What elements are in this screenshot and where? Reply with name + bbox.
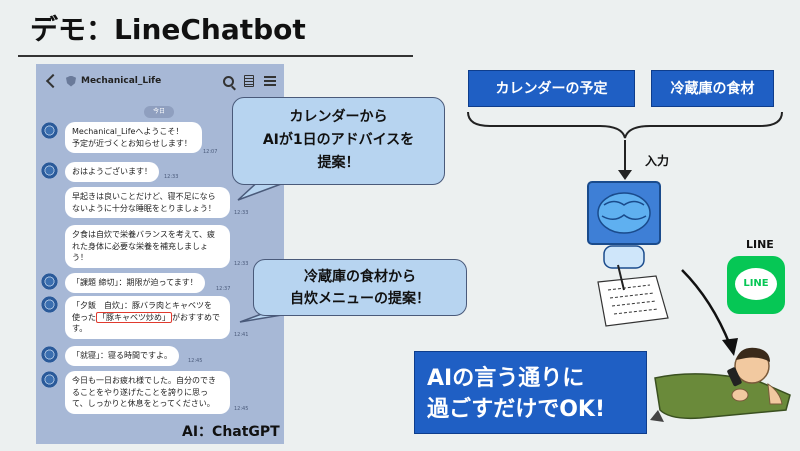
chat-message: 「就寝」：寝る時間ですよ。 <box>41 346 179 366</box>
message-text: 「夕飯 自炊」：豚バラ肉とキャベツを 使った <box>72 301 212 322</box>
bot-avatar <box>41 122 58 139</box>
chat-message: おはようございます！ <box>41 162 159 182</box>
tag-fridge-ingredients: 冷蔵庫の食材 <box>651 70 774 107</box>
output-arrow <box>681 269 732 346</box>
input-arrow-head <box>618 170 632 180</box>
title-rule <box>18 55 413 57</box>
line-logo-bubble <box>735 268 777 300</box>
tag-calendar-schedule: カレンダーの予定 <box>468 70 635 107</box>
bot-avatar <box>41 296 58 313</box>
ai-credit: AI：ChatGPT <box>182 424 280 440</box>
message-bubble: 夕食は自炊で栄養バランスを考えて、疲 れた身体に必要な栄養を補充しましょ う！ <box>65 225 230 268</box>
message-time: 12:37 <box>216 286 231 292</box>
input-label: 入力 <box>645 154 670 168</box>
date-separator: 今日 <box>144 106 174 118</box>
message-time: 12:45 <box>188 358 203 364</box>
chat-message: Mechanical_Lifeへようこそ！ 予定が近づくとお知らせします！ <box>41 122 202 154</box>
message-bubble: 「夕飯 自炊」：豚バラ肉とキャベツを 使った「豚キャベツ炒め」がおすすめで す。 <box>65 296 230 339</box>
chat-message: 「夕飯 自炊」：豚バラ肉とキャベツを 使った「豚キャベツ炒め」がおすすめで す。 <box>41 296 230 339</box>
relaxing-person-icon <box>650 347 791 422</box>
bot-avatar <box>41 371 58 388</box>
message-time: 12:33 <box>164 174 179 180</box>
callout-calendar-advice: カレンダーから AIが1日のアドバイスを 提案！ <box>232 97 445 185</box>
chat-header: Mechanical_Life <box>36 64 284 98</box>
message-bubble: 「就寝」：寝る時間ですよ。 <box>65 346 179 366</box>
menu-icon[interactable] <box>264 76 276 86</box>
input-brace <box>467 111 783 139</box>
line-label: LINE <box>746 238 774 251</box>
bot-avatar <box>41 162 58 179</box>
output-arrow-head <box>722 338 738 356</box>
conclusion-box: AIの言う通りに 過ごすだけでOK! <box>414 351 647 434</box>
recipe-highlight: 「豚キャベツ炒め」 <box>96 311 172 323</box>
chat-name: Mechanical_Life <box>81 76 162 86</box>
slide-title: デモ：LineChatbot <box>30 13 306 46</box>
shield-icon <box>66 75 76 87</box>
message-text: がおすすめで す。 <box>72 312 220 334</box>
message-time: 12:41 <box>234 332 249 338</box>
bot-avatar <box>41 273 58 290</box>
chat-message: 早起きは良いことだけど、寝不足になら ないように十分な睡眠をとりましょう！ <box>65 187 230 219</box>
message-time: 12:33 <box>234 261 249 267</box>
line-logo-icon: LINE <box>727 256 785 314</box>
message-time: 12:07 <box>203 149 218 155</box>
line-logo-text: LINE <box>743 278 769 289</box>
message-time: 12:33 <box>234 210 249 216</box>
message-bubble: おはようございます！ <box>65 162 159 182</box>
chat-message: 「課題 締切」：期限が迫ってます！ <box>41 273 205 293</box>
chat-message: 夕食は自炊で栄養バランスを考えて、疲 れた身体に必要な栄養を補充しましょ う！ <box>65 225 230 268</box>
message-bubble: 「課題 締切」：期限が迫ってます！ <box>65 273 205 293</box>
bot-avatar <box>41 346 58 363</box>
message-bubble: 早起きは良いことだけど、寝不足になら ないように十分な睡眠をとりましょう！ <box>65 187 230 219</box>
chat-message: 今日も一日お疲れ様でした。自分のでき ることをやり遂げたことを誇りに思っ て、し… <box>41 371 230 414</box>
callout-fridge-menu: 冷蔵庫の食材から 自炊メニューの提案！ <box>253 259 467 316</box>
robot-brain-icon <box>587 181 669 327</box>
search-icon[interactable] <box>223 75 234 87</box>
message-bubble: Mechanical_Lifeへようこそ！ 予定が近づくとお知らせします！ <box>65 122 202 154</box>
note-icon[interactable] <box>244 75 254 87</box>
message-time: 12:45 <box>234 406 249 412</box>
message-bubble: 今日も一日お疲れ様でした。自分のでき ることをやり遂げたことを誇りに思っ て、し… <box>65 371 230 414</box>
